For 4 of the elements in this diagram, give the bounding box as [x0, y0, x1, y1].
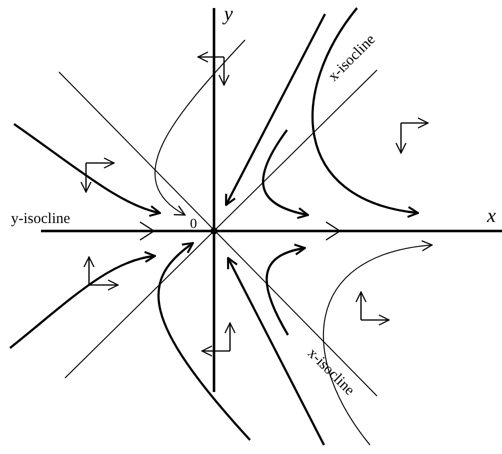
- isocline-label: y-isocline: [11, 211, 70, 227]
- axis-label: x: [487, 205, 496, 227]
- axis-label: y: [224, 3, 233, 25]
- origin-label: 0: [190, 217, 197, 232]
